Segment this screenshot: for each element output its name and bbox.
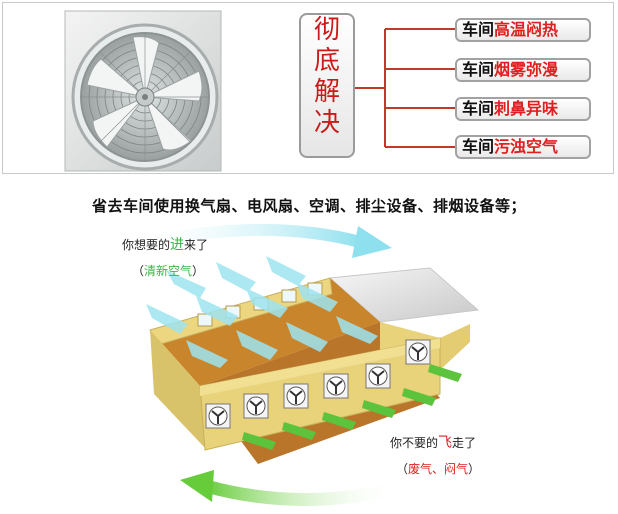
outgoing-sub-text: 废气、闷气 <box>408 462 469 476</box>
outgoing-sub-open: （ <box>396 462 409 476</box>
problem-highlight: 烟雾弥漫 <box>494 60 559 79</box>
problem-prefix: 车间 <box>462 137 495 156</box>
wall-fans <box>205 339 431 429</box>
solve-char: 底 <box>313 46 340 76</box>
incoming-sub-text: 清新空气 <box>144 264 193 278</box>
outgoing-note-after: 走了 <box>452 436 477 450</box>
exhaust-arrows <box>242 364 462 450</box>
problem-label: 车间污浊空气 <box>455 135 591 159</box>
incoming-air-arrows <box>146 256 378 368</box>
incoming-note-highlight: 进 <box>170 237 185 253</box>
solve-char: 解 <box>313 77 340 107</box>
problem-prefix: 车间 <box>462 20 495 39</box>
bracket-connector <box>355 28 455 148</box>
outgoing-sub-note: （废气、闷气） <box>396 460 480 477</box>
outgoing-note-before: 你不要的 <box>390 436 439 450</box>
cone-fan-image <box>64 10 222 172</box>
incoming-sub-note: （清新空气） <box>132 262 204 279</box>
incoming-sub-open: （ <box>132 264 145 278</box>
outgoing-note-highlight: 飞 <box>438 435 453 451</box>
problem-label: 车间高温闷热 <box>455 18 591 42</box>
fresh-air-arc <box>124 223 392 258</box>
problem-label: 车间刺鼻异味 <box>455 97 591 121</box>
problem-highlight: 刺鼻异味 <box>494 99 559 118</box>
top-panel: 彻 底 解 决 车间高温闷热 车间烟雾弥漫 车间刺鼻异味 车间污浊空气 <box>2 2 614 174</box>
headline: 省去车间使用换气扇、电风扇、空调、排尘设备、排烟设备等； <box>91 197 526 215</box>
problem-prefix: 车间 <box>462 60 495 79</box>
incoming-note: 你想要的进来了 <box>122 234 208 254</box>
outgoing-sub-close: ） <box>468 462 481 476</box>
solve-char: 彻 <box>313 15 340 45</box>
incoming-note-before: 你想要的 <box>122 238 171 252</box>
solve-char: 决 <box>313 108 340 138</box>
exhaust-arc <box>180 470 407 507</box>
solve-label-box: 彻 底 解 决 <box>299 13 355 158</box>
incoming-sub-close: ） <box>192 264 205 278</box>
outgoing-note: 你不要的飞走了 <box>390 432 476 452</box>
incoming-note-after: 来了 <box>184 238 209 252</box>
workshop-airflow-illustration <box>124 223 480 507</box>
problem-prefix: 车间 <box>462 99 495 118</box>
problem-label: 车间烟雾弥漫 <box>455 58 591 82</box>
problem-highlight: 污浊空气 <box>494 137 559 156</box>
problem-highlight: 高温闷热 <box>494 20 559 39</box>
